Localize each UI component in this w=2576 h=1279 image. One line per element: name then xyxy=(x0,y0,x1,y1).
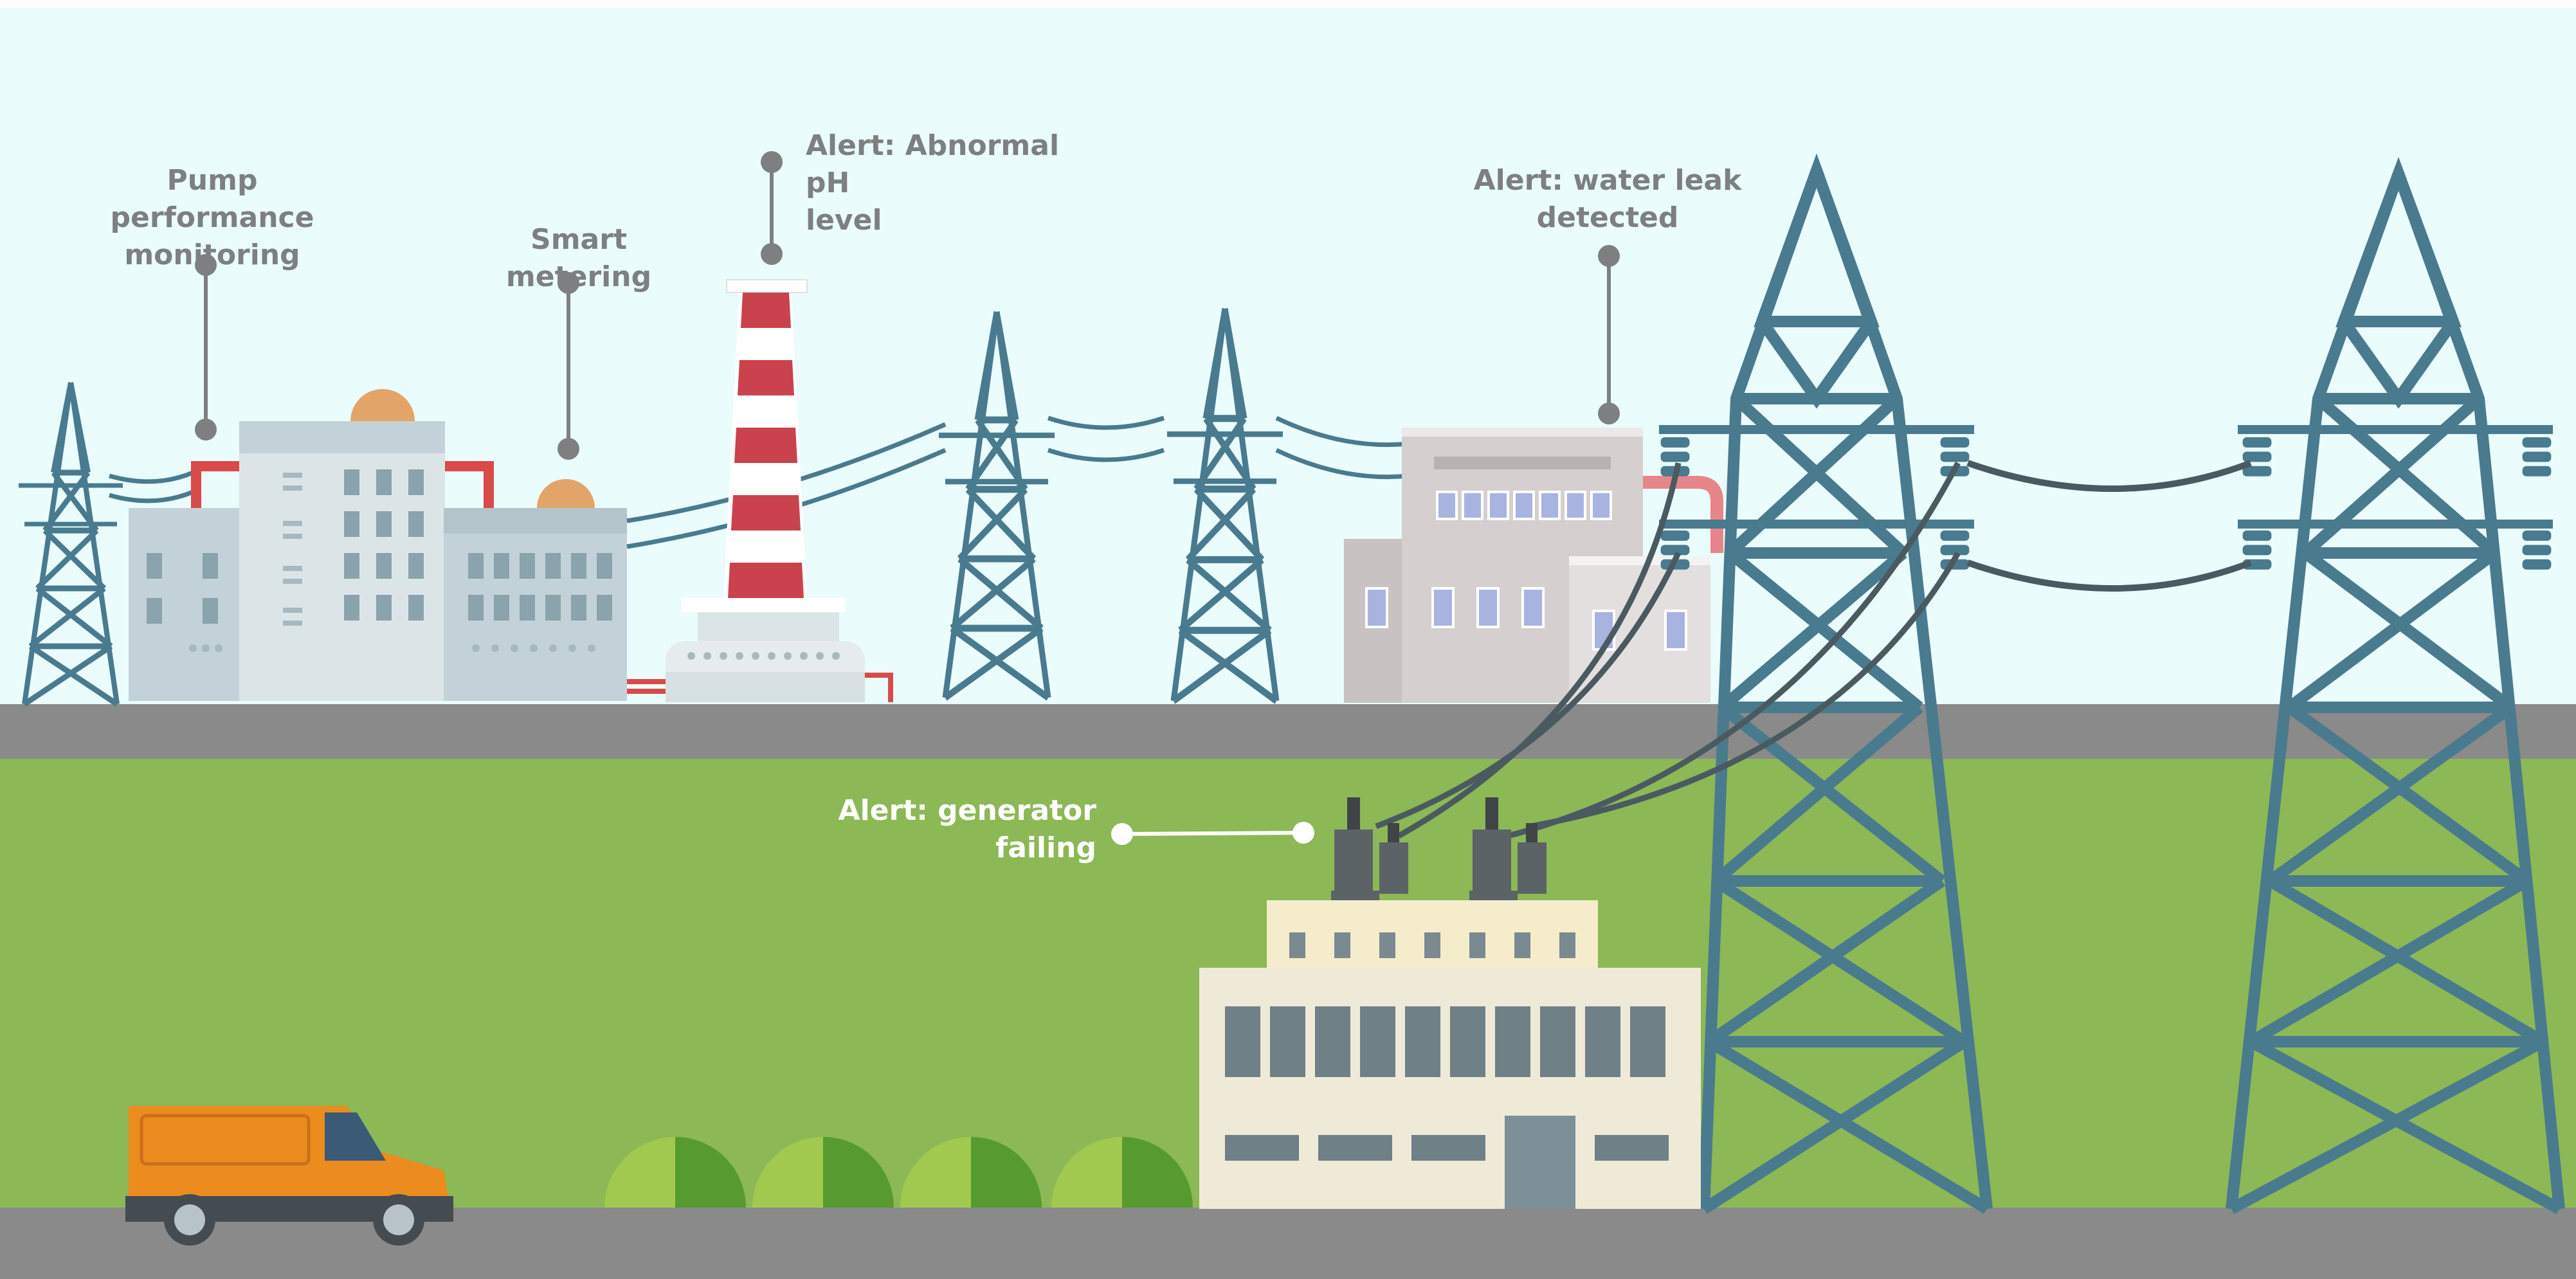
transmission-tower-icon xyxy=(2226,157,2565,1214)
transmission-tower-icon xyxy=(1659,153,1993,1214)
smart-metering-label: Smart metering xyxy=(505,223,652,293)
bush-icon xyxy=(604,1137,746,1208)
upper-road xyxy=(0,704,2576,759)
bush-icon xyxy=(752,1137,894,1208)
alert-pin-leak xyxy=(1598,245,1620,424)
bush-icon xyxy=(1051,1137,1193,1208)
factory-icon xyxy=(129,389,669,701)
water-plant-building xyxy=(1344,428,1723,703)
substation-icon xyxy=(1199,797,1701,1209)
pump-monitoring-label: Pump performance monitoring xyxy=(110,164,314,271)
generator-alert-label: Alert: generator failing xyxy=(838,794,1096,864)
alert-pin-ph xyxy=(761,151,783,265)
van-icon xyxy=(125,1106,453,1246)
water-leak-alert-label: Alert: water leak detected xyxy=(1473,164,1742,234)
chimney-icon xyxy=(666,279,893,702)
bush-icon xyxy=(900,1137,1042,1208)
alert-pin-generator xyxy=(1111,822,1314,845)
alert-pin-pump xyxy=(195,254,217,440)
alert-pin-metering xyxy=(558,272,579,460)
ph-alert-label: Alert: Abnormal pH level xyxy=(806,129,1060,237)
